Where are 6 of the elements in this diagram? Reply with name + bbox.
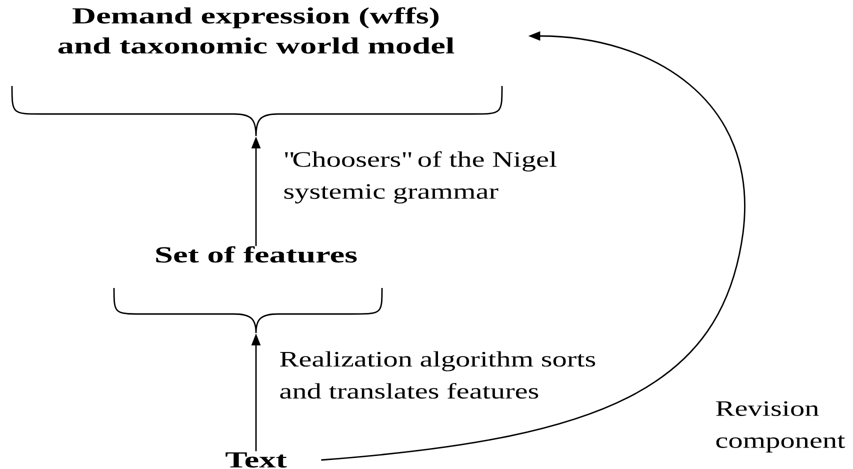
braced-heading: Demand expression (wffs) and taxonomic world model [11,7,503,137]
text-label: Text [226,452,287,468]
edge-label: Revision component [716,401,846,452]
edge-label: "Choosers" of the Nigel systemic grammar [284,151,557,204]
edge-label: Realization algorithm sorts and translates features [280,351,596,399]
braced-heading: Set of features [113,246,383,334]
